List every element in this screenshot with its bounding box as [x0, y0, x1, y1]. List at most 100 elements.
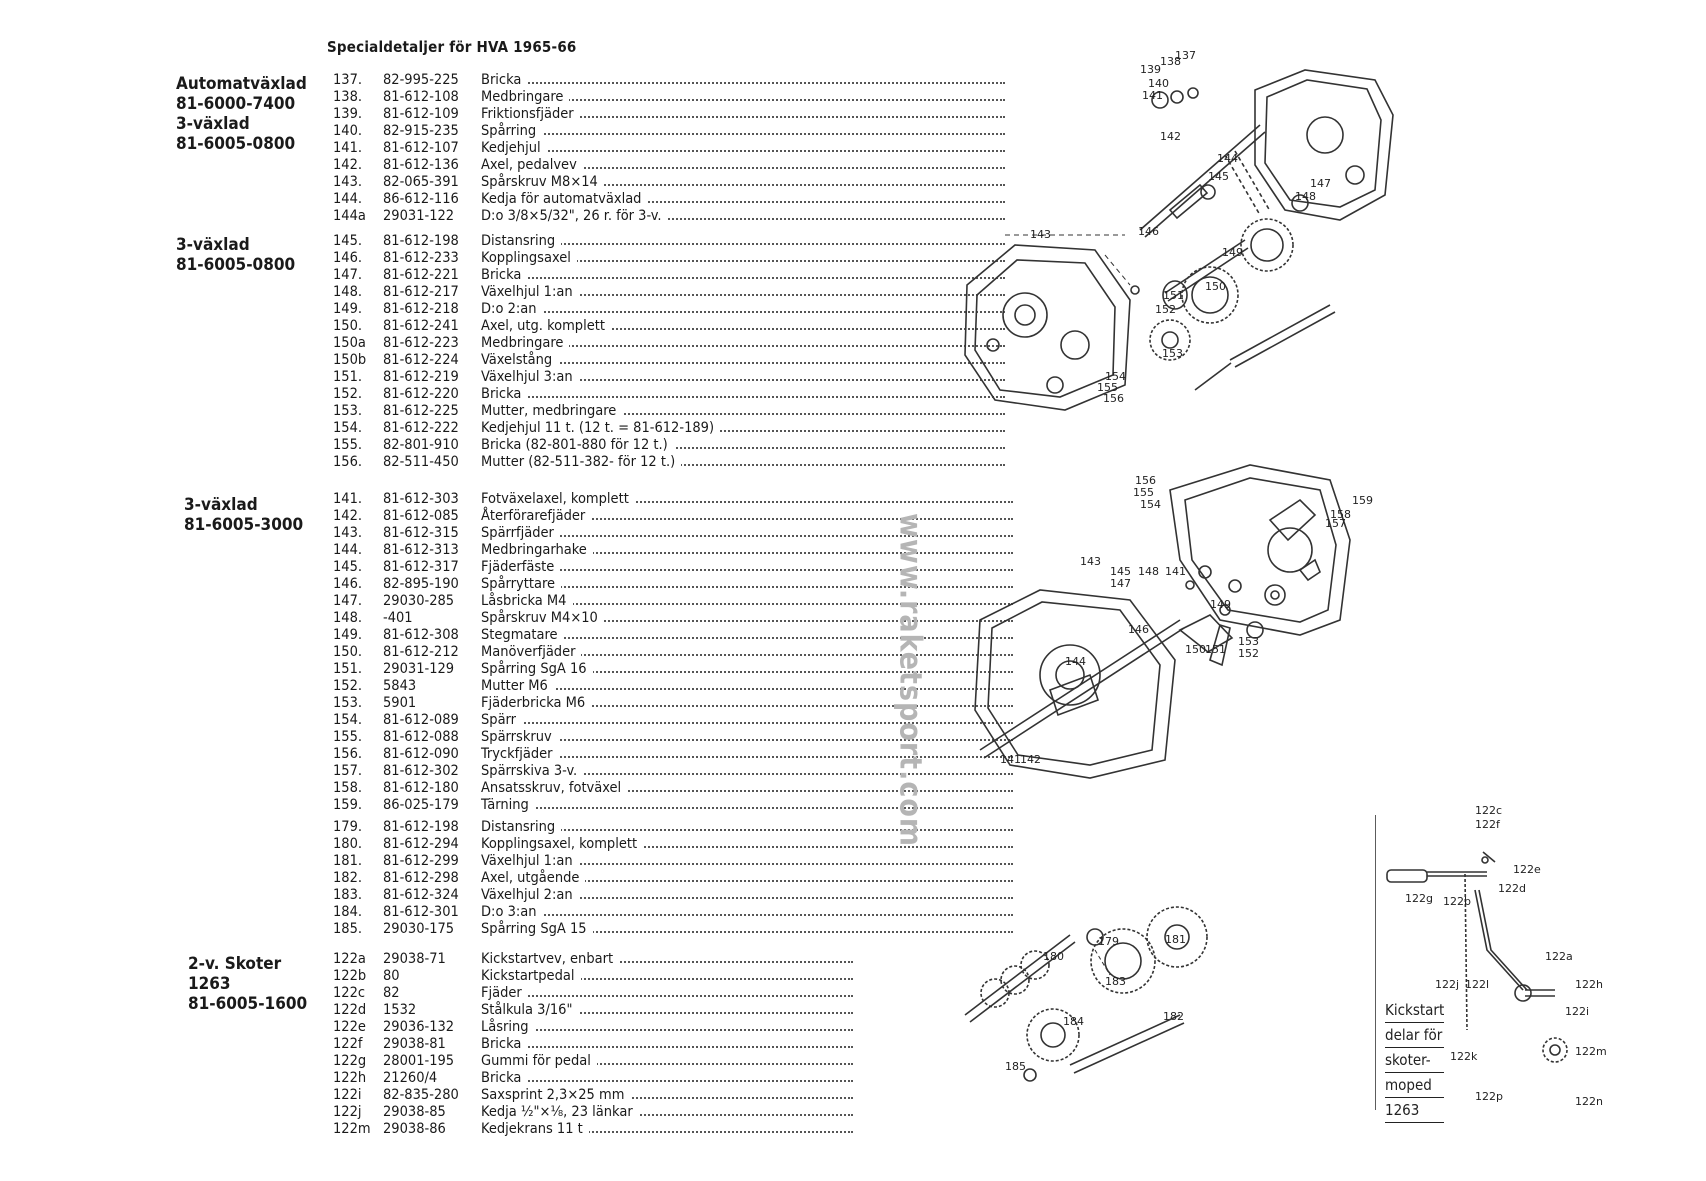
part-description: Axel, utgående — [481, 870, 586, 887]
article-number: 81-612-136 — [383, 157, 459, 173]
svg-text:122i: 122i — [1565, 1005, 1589, 1018]
dot-leader — [481, 259, 1005, 262]
part-number: 182. — [333, 870, 363, 886]
svg-text:179: 179 — [1098, 935, 1119, 948]
part-description: D:o 3/8×5/32", 26 r. för 3-v. — [481, 208, 668, 225]
dot-leader — [481, 845, 1013, 848]
part-number: 157. — [333, 763, 363, 779]
part-number: 147. — [333, 593, 363, 609]
svg-text:122k: 122k — [1450, 1050, 1478, 1063]
dot-leader — [481, 977, 853, 980]
dot-leader — [481, 994, 853, 997]
part-description: D:o 3:an — [481, 904, 543, 921]
part-number: 153. — [333, 695, 363, 711]
part-description: D:o 2:an — [481, 301, 543, 318]
article-number: 80 — [383, 968, 400, 984]
dot-leader — [481, 242, 1005, 245]
svg-text:122a: 122a — [1545, 950, 1573, 963]
dot-leader — [481, 602, 1013, 605]
dot-leader — [481, 585, 1013, 588]
article-number: -401 — [383, 610, 413, 626]
part-description: Kickstartpedal — [481, 968, 581, 985]
part-description: Mutter M6 — [481, 678, 554, 695]
part-number: 122h — [333, 1070, 367, 1086]
part-number: 143. — [333, 525, 363, 541]
part-number: 149. — [333, 301, 363, 317]
dot-leader — [481, 806, 1013, 809]
section-label: Automatväxlad 81-6000-7400 3-växlad 81-6… — [176, 74, 307, 154]
part-description: Fotväxelaxel, komplett — [481, 491, 635, 508]
svg-text:122b: 122b — [1443, 895, 1471, 908]
dot-leader — [481, 98, 1005, 101]
part-description: Stegmatare — [481, 627, 564, 644]
article-number: 86-612-116 — [383, 191, 459, 207]
svg-text:140: 140 — [1148, 77, 1169, 90]
article-number: 81-612-108 — [383, 89, 459, 105]
svg-text:141: 141 — [1000, 753, 1021, 766]
article-number: 81-612-218 — [383, 301, 459, 317]
svg-text:143: 143 — [1030, 228, 1051, 241]
part-description: Växelhjul 1:an — [481, 284, 579, 301]
part-number: 154. — [333, 712, 363, 728]
svg-text:153: 153 — [1238, 635, 1259, 648]
svg-text:122f: 122f — [1475, 818, 1501, 831]
svg-text:122l: 122l — [1465, 978, 1489, 991]
part-description: Växelhjul 2:an — [481, 887, 579, 904]
part-description: Bricka — [481, 1036, 528, 1053]
part-description: Fjäderfäste — [481, 559, 561, 576]
svg-text:147: 147 — [1310, 177, 1331, 190]
article-number: 82-915-235 — [383, 123, 459, 139]
svg-text:151: 151 — [1205, 643, 1226, 656]
article-number: 81-612-198 — [383, 819, 459, 835]
part-description: Spärrskruv — [481, 729, 558, 746]
svg-text:150: 150 — [1205, 280, 1226, 293]
part-number: 179. — [333, 819, 363, 835]
article-number: 82-511-450 — [383, 454, 459, 470]
part-description: Tärning — [481, 797, 535, 814]
svg-text:155: 155 — [1097, 381, 1118, 394]
dot-leader — [481, 429, 1005, 432]
part-description: Spärr — [481, 712, 523, 729]
svg-text:185: 185 — [1005, 1060, 1026, 1073]
article-number: 81-612-301 — [383, 904, 459, 920]
part-number: 144. — [333, 191, 363, 207]
article-number: 81-612-220 — [383, 386, 459, 402]
part-description: Mutter (82-511-382- för 12 t.) — [481, 454, 682, 471]
part-number: 141. — [333, 140, 363, 156]
article-number: 81-612-302 — [383, 763, 459, 779]
svg-text:143: 143 — [1080, 555, 1101, 568]
dot-leader — [481, 81, 1005, 84]
article-number: 29038-71 — [383, 951, 446, 967]
dot-leader — [481, 738, 1013, 741]
svg-text:142: 142 — [1020, 753, 1041, 766]
part-description: Spärrskiva 3-v. — [481, 763, 584, 780]
part-description: Låsbricka M4 — [481, 593, 573, 610]
svg-text:152: 152 — [1238, 647, 1259, 660]
svg-text:148: 148 — [1138, 565, 1159, 578]
part-description: Distansring — [481, 233, 562, 250]
part-description: Spårskruv M8×14 — [481, 174, 604, 191]
part-description: Spärrfjäder — [481, 525, 560, 542]
part-description: Gummi för pedal — [481, 1053, 597, 1070]
part-number: 184. — [333, 904, 363, 920]
svg-text:154: 154 — [1105, 370, 1126, 383]
article-number: 81-612-317 — [383, 559, 459, 575]
part-number: 122i — [333, 1087, 362, 1103]
